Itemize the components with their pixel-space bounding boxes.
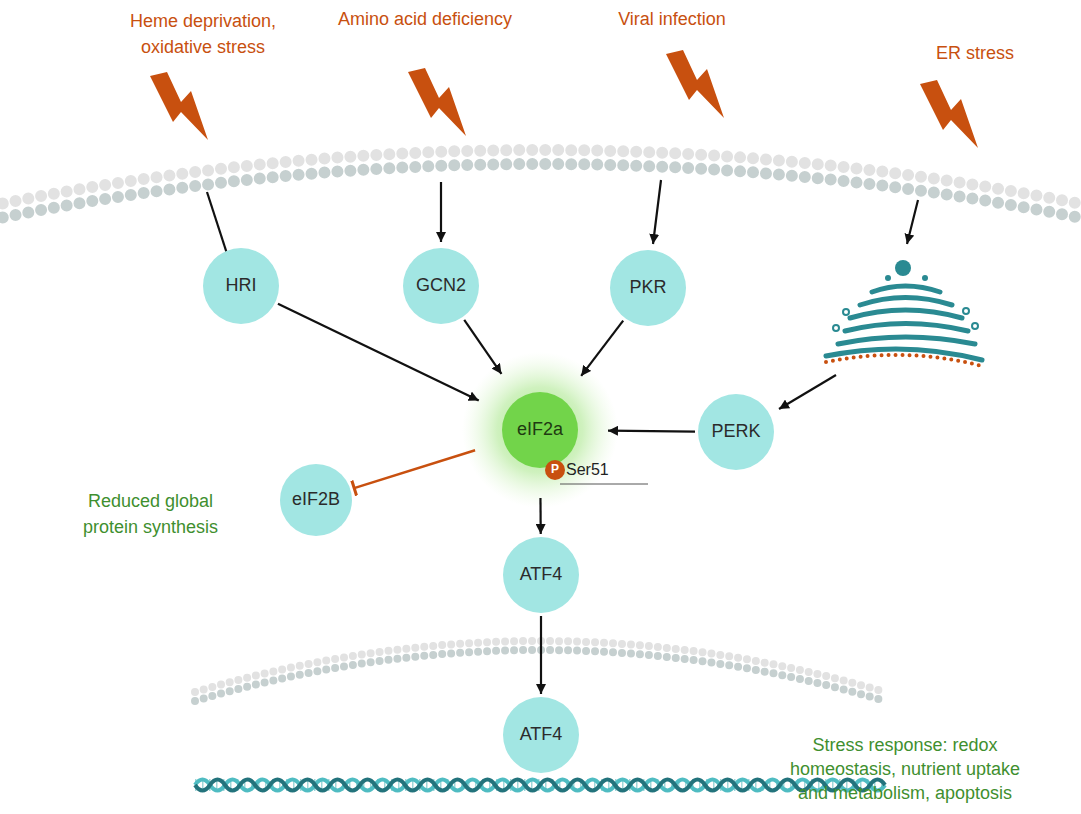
node-label: GCN2 (416, 276, 466, 296)
stress-bolt (150, 72, 208, 140)
dna-rungs (195, 779, 885, 791)
arrow-connector (464, 320, 501, 374)
node-label: ATF4 (520, 725, 563, 745)
phospho-badge: P (545, 460, 565, 480)
stress-label: Heme deprivation, oxidative stress (118, 8, 288, 60)
kinase-circle: PKR (610, 250, 686, 326)
dna-strand (195, 780, 885, 791)
stress-bolt (920, 80, 978, 148)
kinase-circle: GCN2 (403, 248, 479, 324)
node-label: eIF2B (292, 490, 340, 510)
node-label: ATF4 (520, 565, 563, 585)
signal-arrow (653, 180, 661, 244)
arrow-connector (539, 498, 541, 534)
kinase-circle: PERK (698, 394, 774, 470)
leader-line (560, 484, 648, 485)
signal-arrow (907, 200, 918, 244)
node-label: P (551, 463, 559, 476)
signal-arrow (440, 182, 442, 242)
kinase-circle: eIF2B (280, 464, 352, 536)
membrane-inner (0, 164, 1081, 220)
node-label: PKR (629, 278, 666, 298)
effect-note: Reduced global protein synthesis (58, 488, 243, 540)
kinase-circle: HRI (203, 248, 279, 324)
stress-label: Viral infection (587, 6, 757, 32)
er-illustration (826, 260, 982, 366)
node-label: PERK (711, 422, 760, 442)
node-label: HRI (226, 276, 257, 296)
activation-glow (462, 352, 618, 508)
stress-bolt (408, 68, 466, 136)
residue-label: Ser51 (566, 457, 636, 483)
dna-strand (195, 780, 885, 791)
arrow-connector (540, 616, 542, 694)
membrane-outer (0, 150, 1081, 206)
kinase-circle: ATF4 (503, 537, 579, 613)
inhibition-connector (354, 450, 475, 488)
effect-note: Stress response: redox homeostasis, nutr… (774, 733, 1036, 805)
arrow-connector (581, 321, 623, 376)
signal-arrow (779, 375, 836, 409)
kinase-circle: ATF4 (503, 697, 579, 773)
node-label: eIF2a (517, 420, 563, 440)
stress-label: Amino acid deficiency (310, 6, 540, 32)
stress-bolt (666, 50, 724, 118)
stress-label: ER stress (920, 40, 1030, 66)
arrow-connector (608, 430, 695, 433)
target-circle: eIF2aP (502, 392, 578, 468)
